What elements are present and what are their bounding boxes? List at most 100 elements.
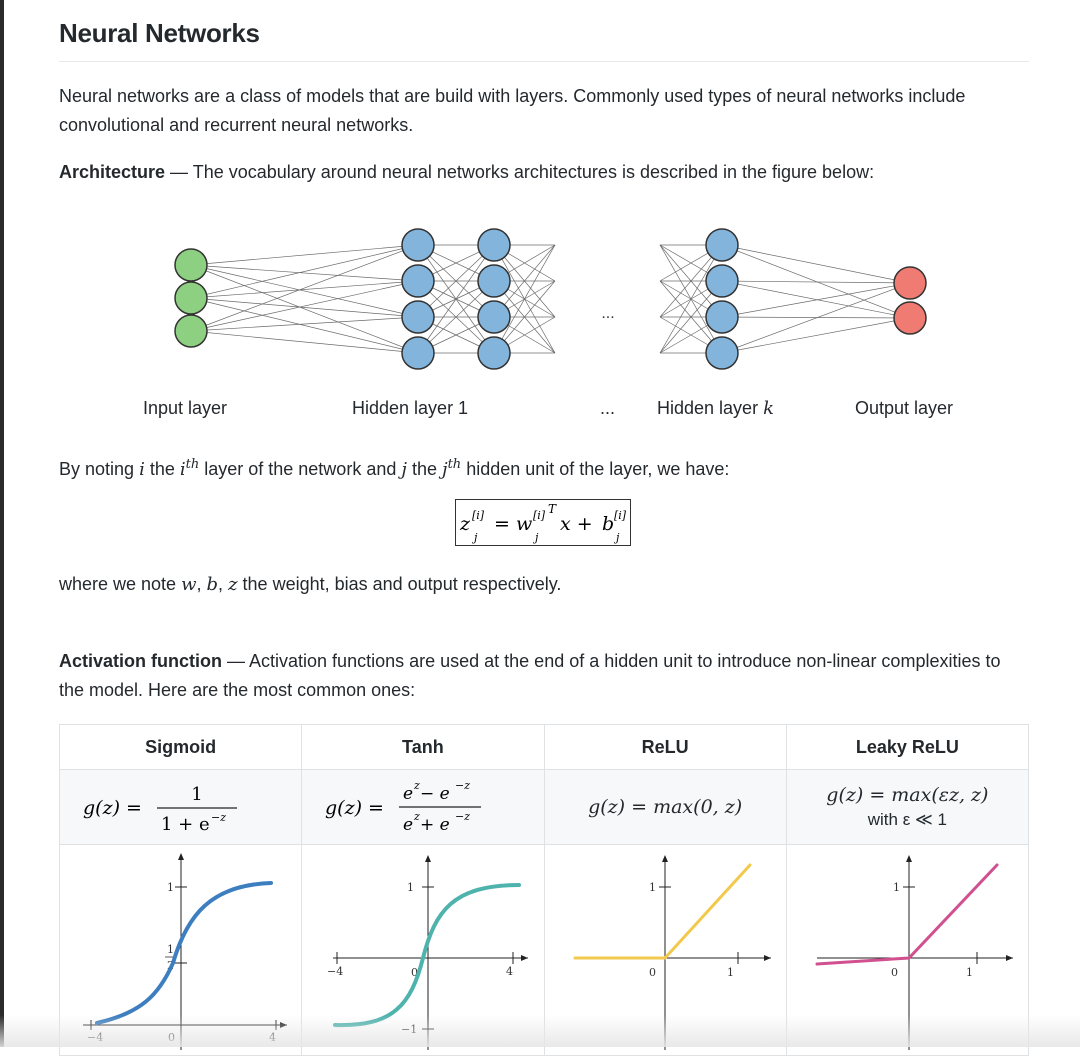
network-edge: [190, 244, 419, 266]
tanh-curve: [332, 883, 521, 1028]
label-output-layer: Output layer: [855, 398, 954, 418]
noting-text-4: the: [406, 459, 442, 479]
output-node: [893, 266, 927, 300]
intro-paragraph: Neural networks are a class of models th…: [59, 86, 966, 135]
network-edges: [190, 244, 911, 354]
architecture-paragraph: Architecture — The vocabulary around neu…: [59, 158, 1039, 187]
network-edge: [721, 282, 911, 318]
activation-dash: —: [222, 651, 250, 671]
leaky-relu-curve: [815, 863, 999, 966]
formula-b-sub: j: [613, 531, 620, 544]
formula-w-sub: j: [532, 531, 539, 544]
network-edge: [721, 244, 911, 319]
noting-var-j: j: [401, 459, 407, 480]
formula-z-sub: j: [471, 531, 478, 544]
network-edge: [721, 280, 911, 284]
where-z: z: [228, 574, 238, 595]
left-edge-bar: [0, 0, 4, 1047]
network-edge: [721, 316, 911, 319]
input-node: [174, 281, 208, 315]
sigmoid-formula: g(z) = 1 1 + e −z: [83, 784, 237, 835]
hidden-node: [705, 228, 739, 262]
header-tanh: Tanh: [301, 724, 545, 770]
architecture-dash: —: [165, 162, 193, 182]
network-edge: [721, 244, 911, 284]
hidden-node: [705, 264, 739, 298]
tanh-den-e2: + e: [420, 815, 450, 835]
tanh-tick-4: 4: [506, 965, 513, 978]
hidden-node: [705, 336, 739, 370]
tanh-tick-0: 0: [411, 966, 418, 979]
network-nodes: [174, 228, 927, 370]
header-sigmoid: Sigmoid: [58, 724, 303, 770]
network-edge: [417, 280, 495, 354]
tanh-num-e2: − e: [420, 784, 450, 804]
network-edge: [721, 282, 911, 354]
noting-text-3: layer of the network and: [199, 459, 402, 479]
hidden-node: [477, 336, 511, 370]
network-edge: [190, 280, 419, 332]
network-diagram: ...: [174, 228, 927, 370]
hidden-node: [477, 264, 511, 298]
activation-formula-row: g(z) = 1 1 + e −z g(z) = e z − e −z e z: [58, 769, 1030, 845]
page-title: Neural Networks: [59, 18, 1029, 62]
sigmoid-curve: [94, 881, 273, 1025]
tanh-den-exp2: −z: [455, 810, 470, 823]
hidden-node: [477, 300, 511, 334]
label-hidden-layer-1: Hidden layer 1: [352, 398, 469, 418]
label-dots: ...: [600, 398, 616, 418]
noting-jth-base: j: [441, 459, 448, 480]
network-edge: [190, 264, 419, 318]
tanh-den-e1: e: [403, 815, 413, 835]
noting-paragraph: By noting i the ith layer of the network…: [59, 450, 1039, 484]
network-edge: [190, 316, 419, 332]
network-edge: [190, 297, 419, 318]
formula-cell-relu: g(z) = max(0, z): [543, 769, 787, 845]
header-leaky-relu: Leaky ReLU: [785, 724, 1030, 770]
noting-text-1: By noting: [59, 459, 140, 479]
tanh-num-e1: e: [403, 784, 413, 804]
where-comma-1: ,: [196, 574, 207, 594]
hidden-node: [705, 300, 739, 334]
label-input-layer: Input layer: [143, 398, 228, 418]
hidden-node: [477, 228, 511, 262]
formula-w-T: T: [548, 502, 557, 516]
tanh-num-exp2: −z: [455, 779, 470, 792]
formula-w-sup: [i]: [533, 509, 546, 522]
formula-svg: z [i] j = w [i] T j x + b [i] j: [459, 502, 627, 544]
leaky-tick-0: 0: [891, 966, 898, 979]
activation-paragraph: Activation function — Activation functio…: [59, 647, 1019, 705]
formula-b: b: [602, 513, 614, 535]
where-b: b: [206, 574, 219, 595]
where-text-1: where we note: [59, 574, 182, 594]
sigmoid-numerator: 1: [191, 784, 202, 805]
where-comma-2: ,: [218, 574, 229, 594]
activation-heading: Activation function: [59, 651, 222, 671]
formula-w: w: [516, 513, 532, 535]
input-node: [174, 248, 208, 282]
leaky-relu-formula: g(z) = max(εz, z): [826, 784, 989, 806]
formula-box: z [i] j = w [i] T j x + b [i] j: [455, 499, 631, 546]
network-edge: [190, 264, 419, 282]
sigmoid-denominator: 1 + e: [161, 814, 210, 835]
network-edge: [493, 244, 556, 354]
tanh-den-exp1: z: [413, 810, 420, 823]
network-edge: [190, 244, 419, 332]
noting-text-2: the: [144, 459, 180, 479]
activation-header-row: Sigmoid Tanh ReLU Leaky ReLU: [58, 724, 1030, 770]
relu-tick-x1: 1: [727, 966, 734, 979]
network-edge: [721, 280, 911, 319]
tanh-tick-neg4: −4: [327, 965, 343, 978]
network-edge: [190, 297, 419, 354]
sigmoid-tick-half-num: 1: [167, 943, 174, 956]
sigmoid-tick-1: 1: [167, 881, 174, 894]
formula-cell-tanh: g(z) = e z − e −z e z + e −z: [301, 769, 545, 845]
formula-z-sup: [i]: [472, 509, 485, 522]
leaky-tick-1: 1: [893, 881, 900, 894]
network-edge: [190, 244, 419, 299]
network-edge: [190, 280, 419, 299]
hidden-k-prefix: Hidden layer: [657, 398, 764, 418]
network-edge: [659, 244, 723, 354]
network-edge: [417, 244, 495, 318]
